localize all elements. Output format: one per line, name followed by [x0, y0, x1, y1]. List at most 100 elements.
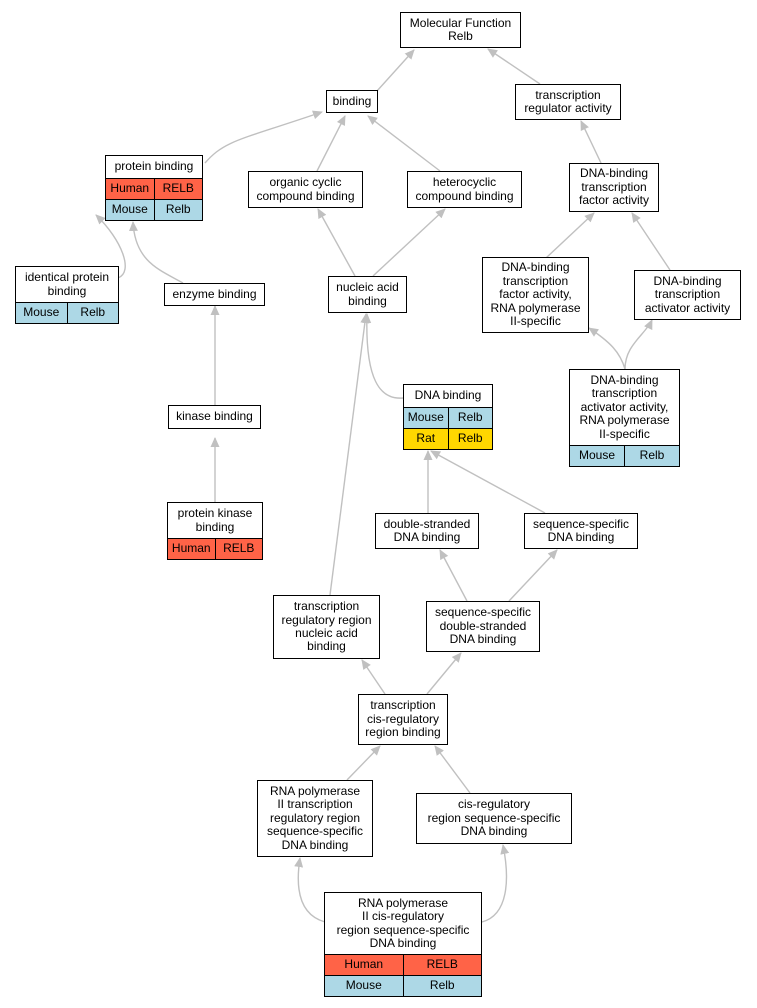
gene-symbol: RELB: [214, 539, 263, 559]
edge-tra-mf: [487, 48, 541, 85]
node-transcription-regulator-activity[interactable]: transcription regulator activity: [515, 84, 621, 120]
edge-ipb-pb: [95, 214, 126, 279]
node-label: protein binding: [114, 159, 194, 174]
node-kinase-binding[interactable]: kinase binding: [168, 405, 261, 429]
node-binding[interactable]: binding: [326, 90, 378, 113]
node-dna-binding-transcription-activator-activity[interactable]: DNA-binding transcription activator acti…: [634, 270, 741, 320]
edge-trrnab-nab: [329, 313, 370, 596]
edge-dbtfa2-dbtfa: [545, 212, 595, 259]
node-label: DNA-binding transcription factor activit…: [578, 166, 650, 208]
node-molecular-function[interactable]: Molecular Function Relb: [400, 12, 521, 48]
edge-dbtfa-tra: [580, 120, 602, 164]
node-label: DNA-binding transcription factor activit…: [490, 260, 581, 329]
edge-nab-hcb: [372, 208, 446, 277]
gene-symbol: Relb: [624, 446, 679, 466]
edge-ssdsdb-dsdb: [439, 549, 468, 602]
node-transcription-regulatory-region-nucleic-acid-binding[interactable]: transcription regulatory region nucleic …: [273, 595, 380, 659]
gene-symbol: RELB: [153, 179, 203, 199]
species-row-mouse: Mouse Relb: [570, 445, 679, 466]
edge-ocb-binding: [316, 115, 346, 172]
gene-symbol: Relb: [66, 303, 119, 323]
species-row-mouse: Mouse Relb: [16, 302, 118, 323]
species-name: Human: [344, 957, 384, 972]
node-label: kinase binding: [176, 409, 253, 424]
node-rnap2-transcription-regulatory-region-ss-dna-binding[interactable]: RNA polymerase II transcription regulato…: [257, 780, 373, 857]
node-sequence-specific-double-stranded-dna-binding[interactable]: sequence-specific double-stranded DNA bi…: [426, 601, 540, 652]
node-organic-cyclic-compound-binding[interactable]: organic cyclic compound binding: [248, 171, 363, 208]
node-label: identical protein binding: [24, 270, 110, 298]
species-name: Mouse: [578, 448, 616, 463]
species-row-human: Human RELB: [325, 954, 481, 975]
edge-ssdb-db: [430, 450, 546, 514]
edge-ssdsdb-ssdb: [508, 549, 558, 602]
node-dna-binding-transcription-factor-activity[interactable]: DNA-binding transcription factor activit…: [569, 163, 659, 212]
node-label: nucleic acid binding: [336, 280, 399, 308]
node-label: DNA-binding transcription activator acti…: [644, 273, 731, 315]
species-row-mouse: Mouse Relb: [106, 199, 202, 220]
node-label: protein kinase binding: [177, 506, 253, 534]
species-name: Mouse: [111, 202, 148, 217]
species-name: Mouse: [407, 410, 444, 425]
node-label: cis-regulatory region sequence-specific …: [427, 797, 561, 839]
edge-rnap2trrb-tcrrb: [346, 745, 381, 781]
species-name: Rat: [416, 431, 436, 446]
node-nucleic-acid-binding[interactable]: nucleic acid binding: [328, 276, 407, 313]
node-cis-regulatory-region-ss-dna-binding[interactable]: cis-regulatory region sequence-specific …: [416, 793, 572, 844]
species-name: Human: [110, 181, 150, 196]
node-label: DNA binding: [414, 388, 482, 403]
node-label: RNA polymerase II cis-regulatory region …: [336, 895, 470, 950]
node-dna-binding-transcription-factor-activity-rnap2[interactable]: DNA-binding transcription factor activit…: [482, 257, 589, 333]
edge-dbtaa2-dbtaa: [624, 319, 653, 370]
gene-symbol: Relb: [447, 429, 493, 449]
node-label: enzyme binding: [172, 286, 257, 301]
node-label: DNA-binding transcription activator acti…: [579, 372, 670, 441]
edge-rnap2crr-rnap2trrb: [294, 857, 326, 923]
species-row-rat: Rat Relb: [404, 428, 492, 449]
species-name: Mouse: [345, 978, 382, 993]
species-name: Human: [171, 541, 211, 556]
edge-pb-binding: [204, 110, 323, 164]
node-label: sequence-specific double-stranded DNA bi…: [434, 605, 532, 647]
node-enzyme-binding[interactable]: enzyme binding: [164, 283, 265, 306]
node-dna-binding-transcription-activator-activity-rnap2[interactable]: DNA-binding transcription activator acti…: [569, 369, 680, 467]
edge-binding-mf: [376, 49, 415, 92]
edge-dbtaa2-dbtfa2: [588, 327, 626, 370]
node-rnap2-cis-regulatory-region-ss-dna-binding[interactable]: RNA polymerase II cis-regulatory region …: [324, 892, 482, 997]
node-label: Molecular Function Relb: [409, 15, 512, 43]
node-label: transcription regulator activity: [524, 87, 612, 115]
node-label: organic cyclic compound binding: [256, 175, 355, 203]
edge-db-nab: [362, 313, 404, 399]
edge-crrssdb-tcrrb: [434, 745, 471, 794]
edge-nab-ocb: [317, 208, 356, 277]
node-label: transcription cis-regulatory region bind…: [365, 698, 441, 740]
node-label: RNA polymerase II transcription regulato…: [266, 783, 364, 852]
node-label: double-stranded DNA binding: [383, 516, 471, 544]
node-double-stranded-dna-binding[interactable]: double-stranded DNA binding: [375, 513, 479, 549]
edge-eb-pb: [128, 221, 184, 284]
node-label: transcription regulatory region nucleic …: [281, 599, 372, 654]
edge-tcrrb-ssdsdb: [426, 652, 462, 695]
gene-symbol: Relb: [153, 200, 203, 220]
node-label: sequence-specific DNA binding: [532, 516, 630, 544]
edge-hcb-binding: [367, 115, 441, 172]
gene-symbol: Relb: [402, 976, 482, 996]
node-transcription-cis-regulatory-region-binding[interactable]: transcription cis-regulatory region bind…: [358, 694, 448, 745]
gene-symbol: Relb: [447, 408, 493, 428]
species-name: Mouse: [23, 305, 60, 320]
edge-tcrrb-trrnab: [361, 659, 386, 695]
node-label: heterocyclic compound binding: [415, 175, 514, 203]
node-heterocyclic-compound-binding[interactable]: heterocyclic compound binding: [407, 171, 522, 208]
node-sequence-specific-dna-binding[interactable]: sequence-specific DNA binding: [524, 513, 638, 549]
edge-dbtaa-dbtfa: [631, 212, 671, 271]
gene-symbol: RELB: [402, 955, 482, 975]
node-label: binding: [332, 93, 372, 108]
species-row-mouse: Mouse Relb: [325, 975, 481, 996]
